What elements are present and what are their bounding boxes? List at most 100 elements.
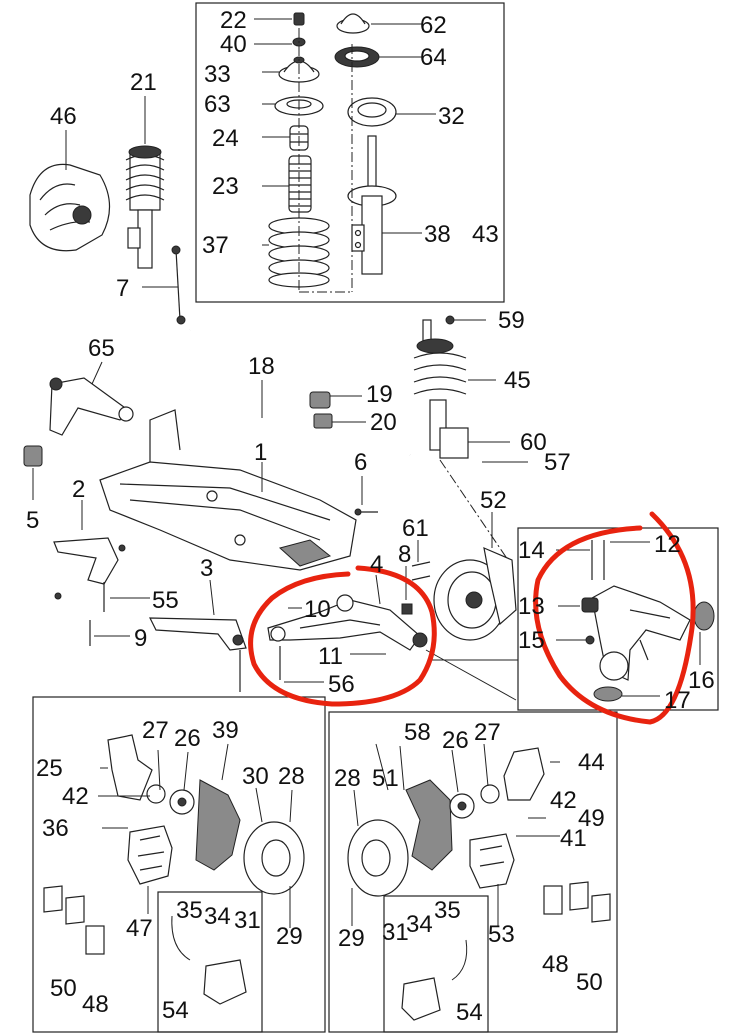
callout-left-54: 54 [162,997,189,1024]
callout-left-34: 34 [204,903,231,930]
bushing-5 [23,445,43,500]
callout-46: 46 [50,103,77,130]
spring-seat-32 [347,97,397,127]
highlight-circle-control-arm [248,565,437,707]
callout-right-34: 34 [406,911,433,938]
callout-left-39: 39 [212,717,239,744]
callout-14: 14 [518,537,545,564]
callout-left-50: 50 [50,975,77,1002]
callout-32: 32 [438,103,465,130]
callout-left-42: 42 [62,783,89,810]
callout-18: 18 [248,353,275,380]
bolt-9 [89,620,130,646]
stabilizer-link-7 [142,245,186,325]
callout-9: 9 [134,625,147,652]
callout-right-41: 41 [560,825,587,852]
callout-left-28: 28 [278,763,305,790]
callout-12: 12 [654,531,681,558]
bolt-55 [103,582,150,612]
callout-left-31: 31 [234,907,261,934]
callout-64: 64 [420,44,447,71]
callout-right-35: 35 [434,897,461,924]
callout-right-27: 27 [474,719,501,746]
clamp-20 [313,413,366,429]
callout-65: 65 [88,335,115,362]
callout-right-42: 42 [550,787,577,814]
callout-57: 57 [544,449,571,476]
callout-62: 62 [420,12,447,39]
callout-59: 59 [498,307,525,334]
callout-labels: 22 40 33 63 24 23 3 7 62 64 32 38 43 21 4… [26,7,715,1026]
callout-43: 43 [472,221,499,248]
callout-right-58: 58 [404,719,431,746]
callout-21: 21 [130,69,157,96]
callout-6: 6 [354,449,367,476]
callout-left-36: 36 [42,815,69,842]
lower-arm-3 [149,579,247,692]
highlight-circle-detail-box [533,511,696,725]
callout-right-51: 51 [372,765,399,792]
callout-22: 22 [220,7,247,34]
bolt-6 [354,476,378,516]
subframe-1 [99,409,357,571]
callout-40: 40 [220,31,247,58]
callout-right-44: 44 [578,749,605,776]
callout-56: 56 [328,671,355,698]
callout-16: 16 [688,667,715,694]
callout-13: 13 [518,593,545,620]
callout-right-49: 49 [578,805,605,832]
hub-disc-52 [433,512,517,641]
callout-23: 23 [212,173,239,200]
callout-7: 7 [116,275,129,302]
knuckle-46 [29,130,111,252]
callout-38: 38 [424,221,451,248]
callout-63: 63 [204,91,231,118]
upper-arm-65 [49,361,134,436]
callout-left-26: 26 [174,725,201,752]
callout-right-28: 28 [334,765,361,792]
top-mount-62 [336,13,370,34]
callout-right-31: 31 [382,919,409,946]
control-arm-4 [267,574,428,683]
callout-right-29: 29 [338,925,365,952]
callout-right-48: 48 [542,951,569,978]
brake-assembly-right-box [328,711,618,1033]
callout-45: 45 [504,367,531,394]
shock-absorber-38 [347,135,397,275]
bolts-61-8 [401,540,431,615]
boot-23 [288,155,312,213]
strut-components-box [195,2,505,303]
callout-15: 15 [518,627,545,654]
callout-11: 11 [318,643,343,670]
brake-assembly-left-box [32,696,326,1033]
bushing-19 [309,391,362,409]
callout-left-30: 30 [242,763,269,790]
callout-17: 17 [664,687,691,714]
callout-left-35: 35 [176,897,203,924]
callout-1: 1 [254,439,267,466]
strut-assembly-45 [413,315,528,561]
lower-link-2 [53,500,126,600]
bearing-64 [334,46,380,68]
callout-3: 3 [200,555,213,582]
nut-22 [293,12,305,26]
callout-right-53: 53 [488,921,515,948]
callout-52: 52 [480,487,507,514]
callout-19: 19 [366,381,393,408]
strut-assembly-21 [125,96,165,269]
callout-20: 20 [370,409,397,436]
callout-61: 61 [402,515,429,542]
callout-left-29: 29 [276,923,303,950]
callout-33: 33 [204,61,231,88]
callout-right-26: 26 [442,727,469,754]
callout-left-47: 47 [126,915,153,942]
callout-left-27: 27 [142,717,169,744]
stabilizer-bar-18 [187,329,411,457]
callout-8: 8 [398,541,411,568]
callout-left-25: 25 [36,755,63,782]
callout-24: 24 [212,125,239,152]
callout-60: 60 [520,429,547,456]
callout-55: 55 [152,587,179,614]
callout-5: 5 [26,507,39,534]
